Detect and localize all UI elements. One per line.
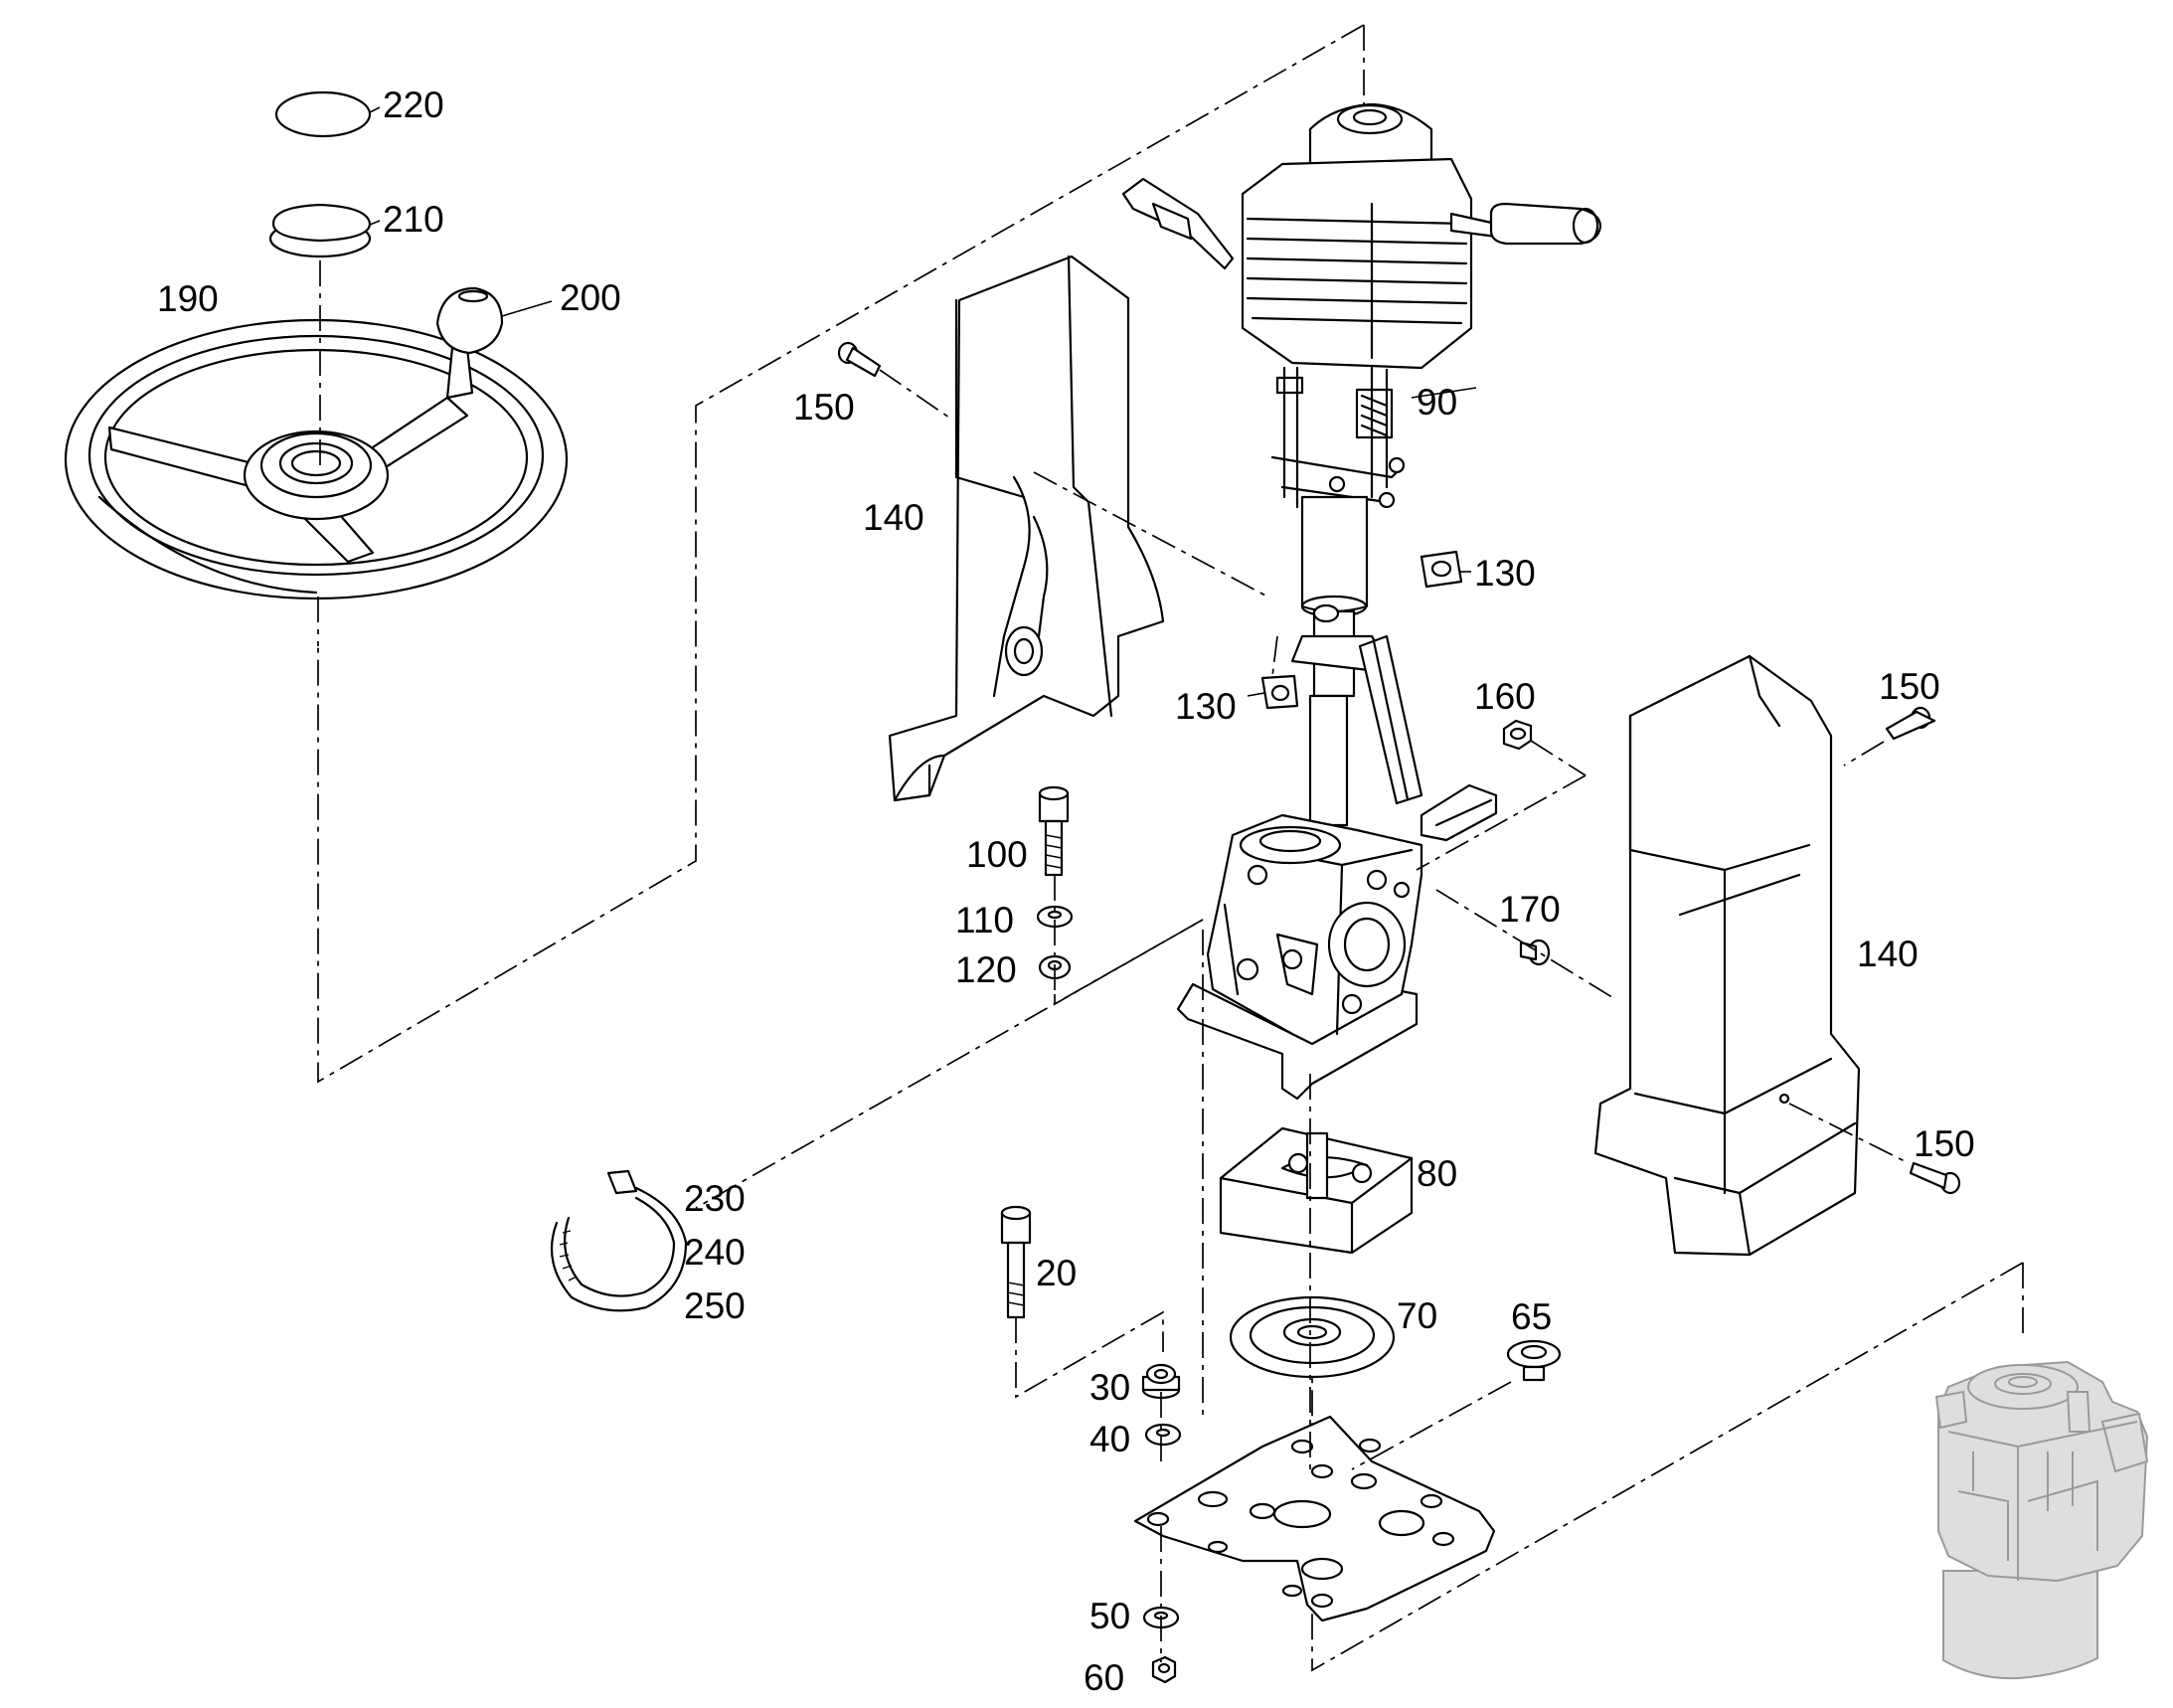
label-150-right-top: 150 <box>1879 666 1940 707</box>
steering-column <box>1270 366 1498 842</box>
washer-40 <box>1144 1423 1182 1447</box>
label-60: 60 <box>1084 1657 1124 1698</box>
disc-70 <box>1229 1295 1396 1379</box>
clip-130-upper <box>1420 550 1463 589</box>
control-head <box>1121 102 1602 370</box>
label-80: 80 <box>1417 1153 1457 1194</box>
bolt-150-right-top <box>1885 706 1936 741</box>
callout-labels: 220 210 190 200 150 140 90 130 130 160 1… <box>157 85 1975 1698</box>
screw-20 <box>1000 1205 1032 1319</box>
label-30: 30 <box>1089 1367 1130 1408</box>
pivot-base <box>1176 813 1423 1101</box>
label-130-lower: 130 <box>1175 686 1237 727</box>
label-120: 120 <box>955 949 1017 990</box>
rubber-mount-30 <box>1141 1363 1181 1400</box>
left-cover <box>888 255 1165 802</box>
steering-unit <box>1934 1360 2149 1680</box>
disc-220 <box>274 90 372 138</box>
center-lines <box>879 369 1910 1662</box>
label-90: 90 <box>1417 382 1457 423</box>
label-65: 65 <box>1511 1296 1552 1337</box>
spinner-knob <box>435 286 504 400</box>
bolt-150-right-bottom <box>1909 1161 1961 1195</box>
label-190: 190 <box>157 278 219 319</box>
steering-wheel <box>64 318 569 600</box>
label-130-upper: 130 <box>1474 553 1536 594</box>
leader-lines <box>369 106 1477 697</box>
label-200: 200 <box>560 277 621 318</box>
label-70: 70 <box>1397 1295 1437 1336</box>
label-160: 160 <box>1474 676 1536 717</box>
block-80 <box>1219 1126 1414 1255</box>
label-240: 240 <box>684 1232 746 1273</box>
hose-clamp <box>550 1169 688 1312</box>
label-110: 110 <box>955 900 1014 940</box>
nut-160 <box>1502 719 1533 751</box>
label-140-left: 140 <box>863 497 924 538</box>
label-210: 210 <box>383 199 444 240</box>
bushing-65 <box>1506 1339 1562 1382</box>
bolt-150-left <box>837 341 882 378</box>
nut-60 <box>1151 1655 1177 1684</box>
label-150-left: 150 <box>793 387 855 427</box>
bolt-170 <box>1519 939 1551 966</box>
label-20: 20 <box>1036 1253 1077 1293</box>
screw-100 <box>1038 785 1070 877</box>
assembly-frame-lines <box>317 24 2024 1672</box>
label-50: 50 <box>1089 1596 1130 1636</box>
label-170: 170 <box>1499 889 1561 930</box>
label-150-right-bottom: 150 <box>1914 1123 1975 1164</box>
label-220: 220 <box>383 85 444 125</box>
label-250: 250 <box>684 1285 746 1326</box>
cap-210 <box>268 203 372 258</box>
mounting-plate <box>1133 1415 1496 1623</box>
label-100: 100 <box>966 834 1028 875</box>
label-140-right: 140 <box>1857 934 1919 974</box>
label-40: 40 <box>1089 1419 1130 1459</box>
clip-130-lower <box>1260 674 1299 710</box>
label-230: 230 <box>684 1178 746 1219</box>
right-cover <box>1593 654 1861 1257</box>
